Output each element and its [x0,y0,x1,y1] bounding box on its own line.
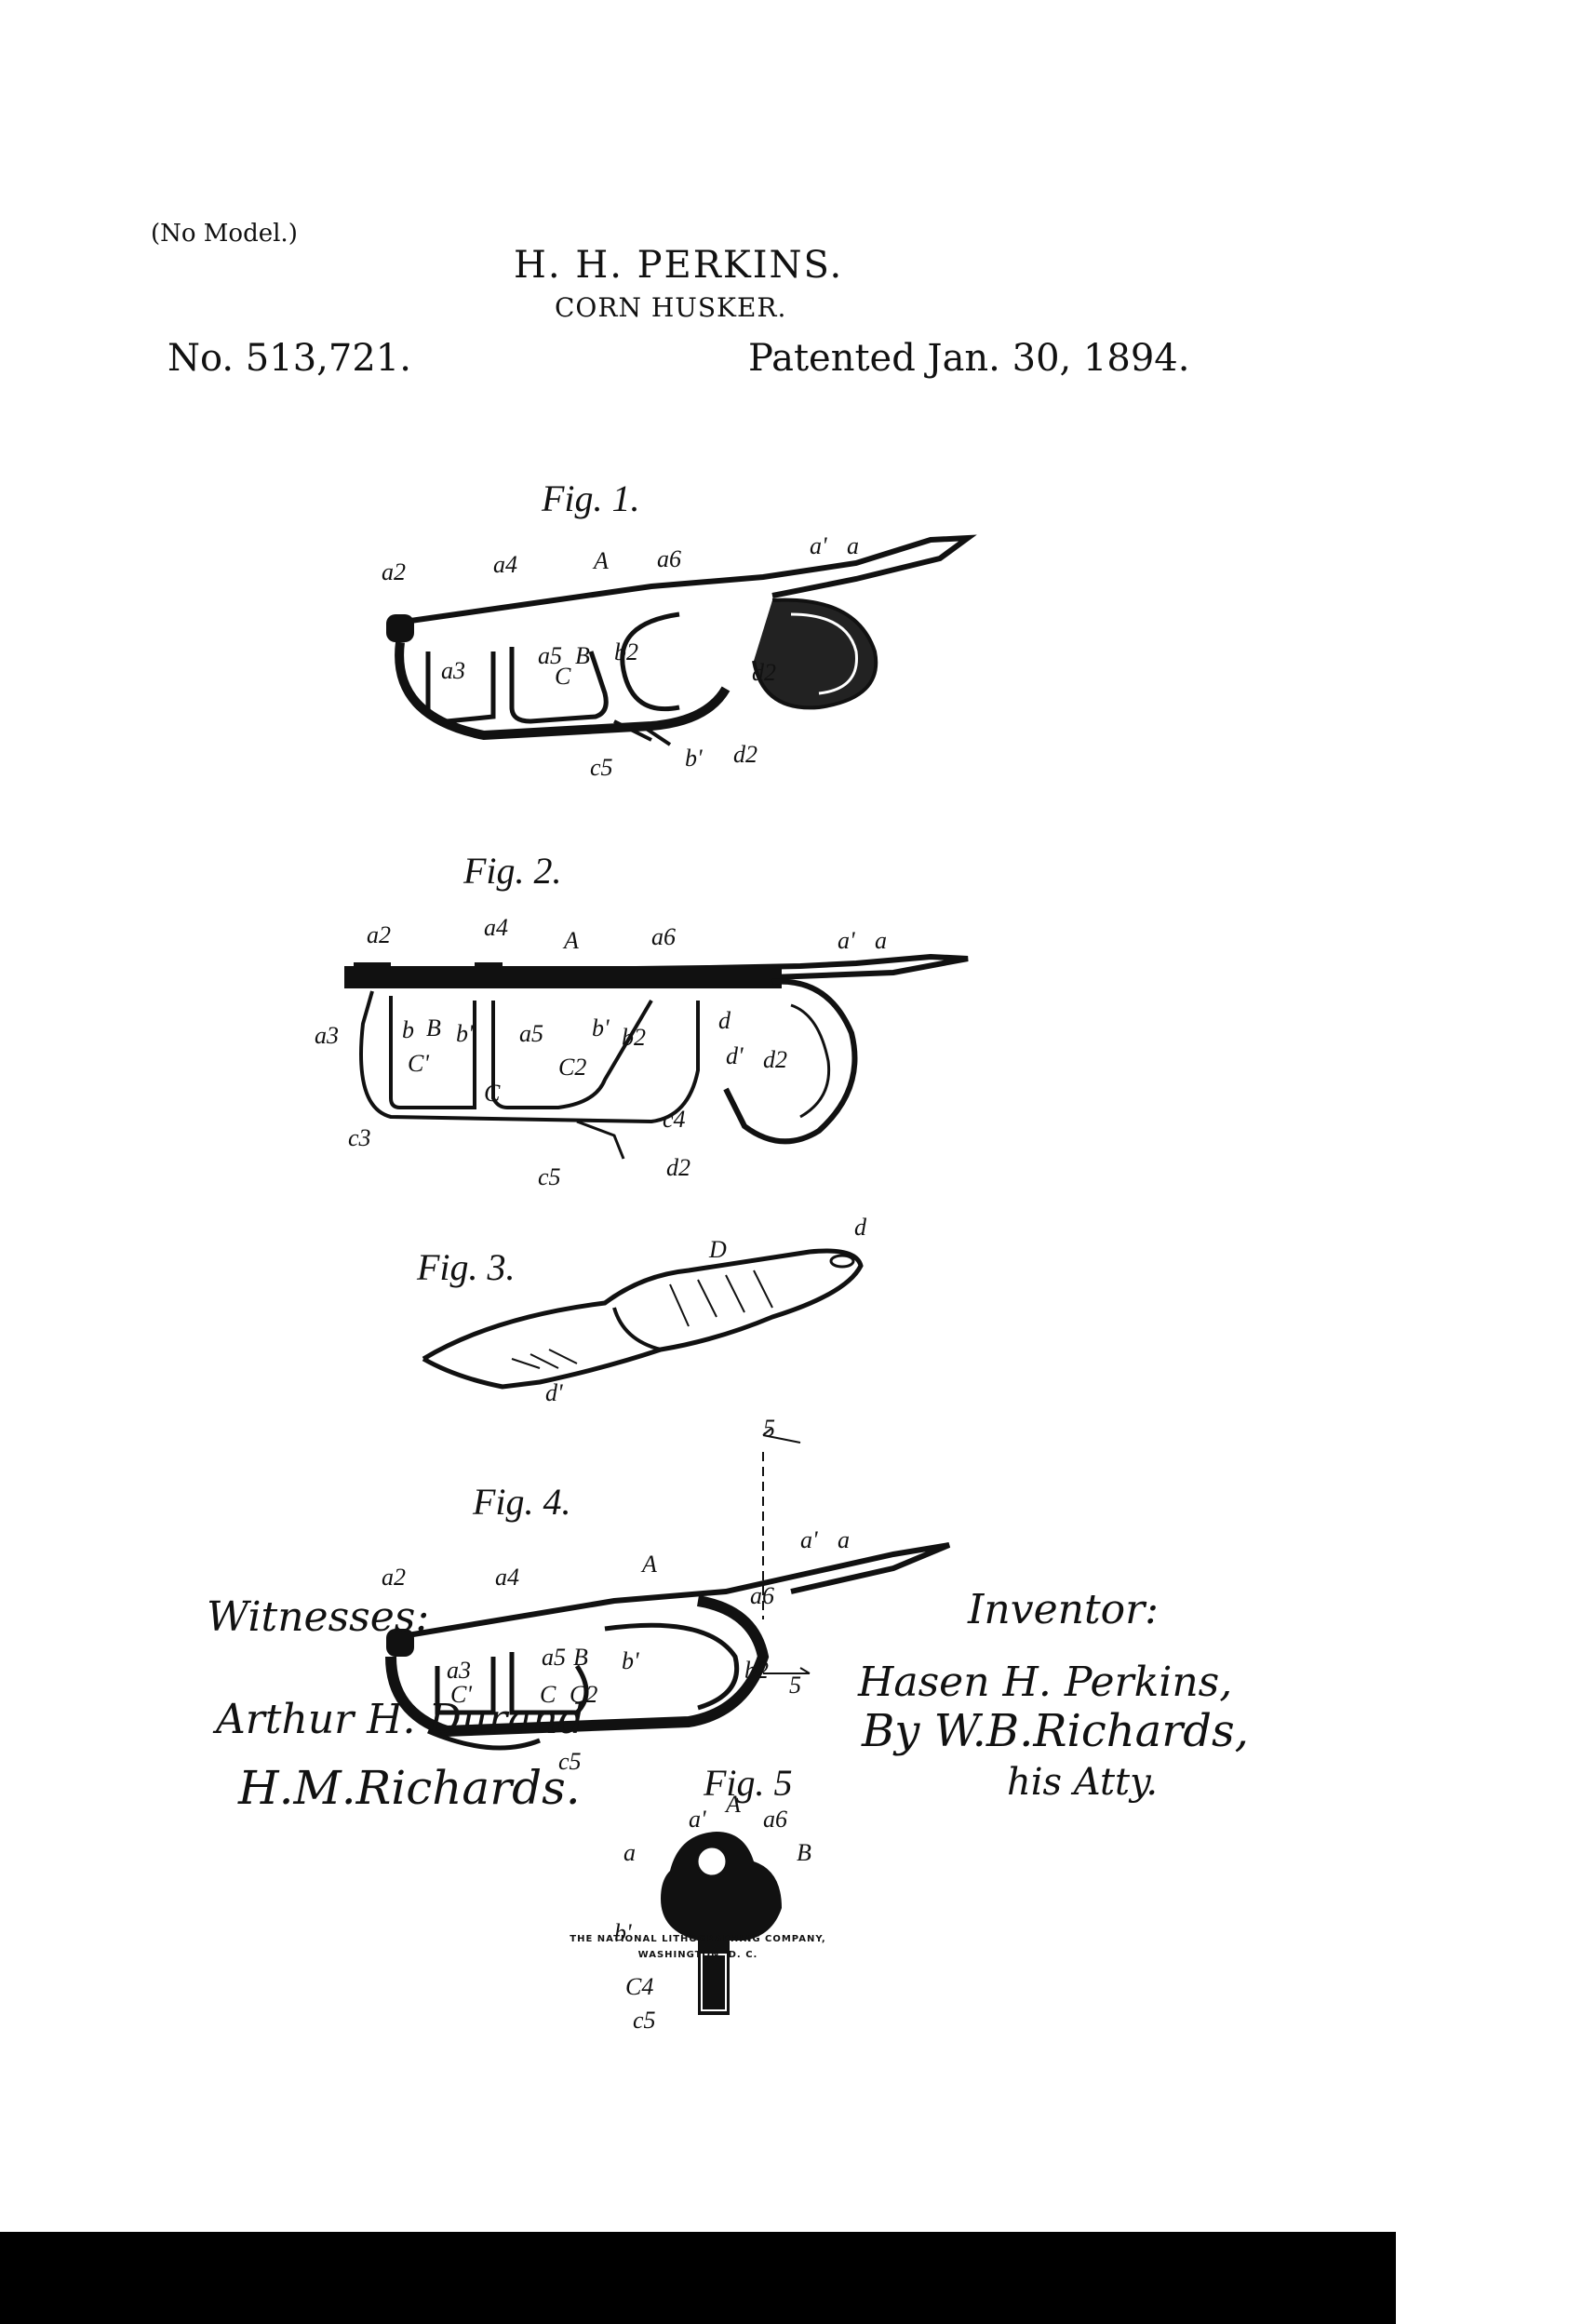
figure-3-drawing [422,1248,864,1390]
fig2-ref: a6 [651,923,676,950]
fig2-ref: c4 [663,1106,686,1133]
fig2-ref: c5 [538,1163,561,1190]
fig4-ref: 5 [789,1672,801,1699]
witnesses-label: Witnesses: [207,1593,430,1641]
fig4-ref: B [573,1644,588,1671]
fig2-ref: b' [592,1014,610,1041]
printer-line-2: WASHINGTON, D. C. [637,1950,758,1960]
fig2-ref: b' [456,1020,474,1047]
fig4-ref: 5 [763,1415,775,1442]
fig1-ref: C [555,663,571,690]
fig2-ref: a2 [367,921,391,948]
fig2-ref: d [718,1007,731,1034]
fig4-ref: b2 [744,1657,769,1684]
fig2-ref: d2 [763,1046,787,1073]
fig5-ref: a' [689,1806,706,1833]
fig2-ref: B [426,1014,441,1041]
fig4-ref: c5 [558,1748,582,1775]
fig4-ref: a5 [542,1644,566,1671]
fig5-ref: c5 [633,2007,656,2034]
fig1-ref: a6 [657,545,681,572]
inventor-signature: Hasen H. Perkins, [858,1659,1233,1706]
printer-line-1: THE NATIONAL LITHOGRAPHING COMPANY, [570,1934,826,1944]
figure-1-drawing [386,534,977,746]
fig2-ref: C' [408,1050,429,1077]
attorney-signature: By W.B.Richards, [862,1705,1249,1757]
fig2-ref: A [564,927,579,954]
fig4-ref: a6 [750,1582,774,1609]
figure-4-label: Fig. 4. [473,1481,571,1523]
fig5-ref: a6 [763,1806,787,1833]
fig5-ref: A [726,1791,741,1818]
fig4-ref: b' [622,1647,639,1674]
witness-2-signature: H.M.Richards. [238,1761,581,1815]
fig1-ref: d2 [733,741,757,768]
fig1-ref: a5 [538,642,562,669]
fig1-ref: b' [685,745,703,772]
figure-2-drawing [344,953,969,1160]
fig5-ref: C4 [625,1973,654,2000]
fig1-ref: d2 [752,659,776,686]
figure-5-label: Fig. 5 [704,1762,793,1804]
figure-5-drawing [661,1832,782,2015]
fig1-ref: c5 [590,754,613,781]
fig1-ref: b2 [614,638,638,665]
inventor-label: Inventor: [968,1586,1159,1633]
fig2-ref: c3 [348,1124,371,1151]
fig1-ref: a4 [493,551,517,578]
fig4-ref: a3 [447,1657,471,1684]
fig2-ref: a5 [519,1020,543,1047]
fig4-ref: C' [450,1681,472,1708]
fig3-ref: d [854,1214,866,1241]
fig4-ref: a' [800,1526,818,1553]
attorney-title: his Atty. [1007,1761,1159,1804]
fig4-ref: a4 [495,1564,519,1591]
fig2-ref: a' [838,927,855,954]
fig1-ref: B [575,642,590,669]
invention-title: CORN HUSKER. [555,292,787,323]
fig2-ref: b [402,1016,414,1043]
fig2-ref: C [484,1080,501,1107]
fig5-ref: a [623,1839,636,1866]
fig1-ref: a3 [441,657,465,684]
fig5-ref: B [797,1839,811,1866]
figure-4-drawing [385,1427,951,1751]
fig1-ref: a [847,532,859,559]
fig5-ref: b' [614,1919,632,1946]
inventor-name-heading: H. H. PERKINS. [514,244,844,287]
printer-credit: THE NATIONAL LITHOGRAPHING COMPANY, WASH… [0,1934,1396,1966]
fig2-ref: a3 [315,1022,339,1049]
figure-3-label: Fig. 3. [417,1246,516,1288]
fig4-ref: C [540,1681,556,1708]
fig4-ref: a [838,1526,850,1553]
fig1-ref: A [594,547,609,574]
fig2-ref: b2 [622,1024,646,1051]
patent-number: No. 513,721. [168,337,411,380]
fig2-ref: C2 [558,1054,587,1081]
fig4-ref: A [642,1551,657,1578]
fig4-ref: C2 [570,1681,598,1708]
fig2-ref: d2 [666,1154,690,1181]
fig2-ref: a4 [484,914,508,941]
fig2-ref: d' [726,1042,744,1069]
fig1-ref: a' [810,532,827,559]
figure-2-label: Fig. 2. [463,850,562,892]
fig4-ref: a2 [382,1564,406,1591]
patent-date: Patented Jan. 30, 1894. [748,337,1190,380]
no-model-note: (No Model.) [151,220,298,248]
fig3-ref: d' [545,1379,563,1406]
fig3-ref: D [709,1236,727,1263]
fig1-ref: a2 [382,558,406,585]
figure-1-label: Fig. 1. [542,477,640,519]
witness-1-signature: Arthur H. Durand [216,1696,584,1743]
scan-bottom-border [0,2232,1396,2324]
fig2-ref: a [875,927,887,954]
